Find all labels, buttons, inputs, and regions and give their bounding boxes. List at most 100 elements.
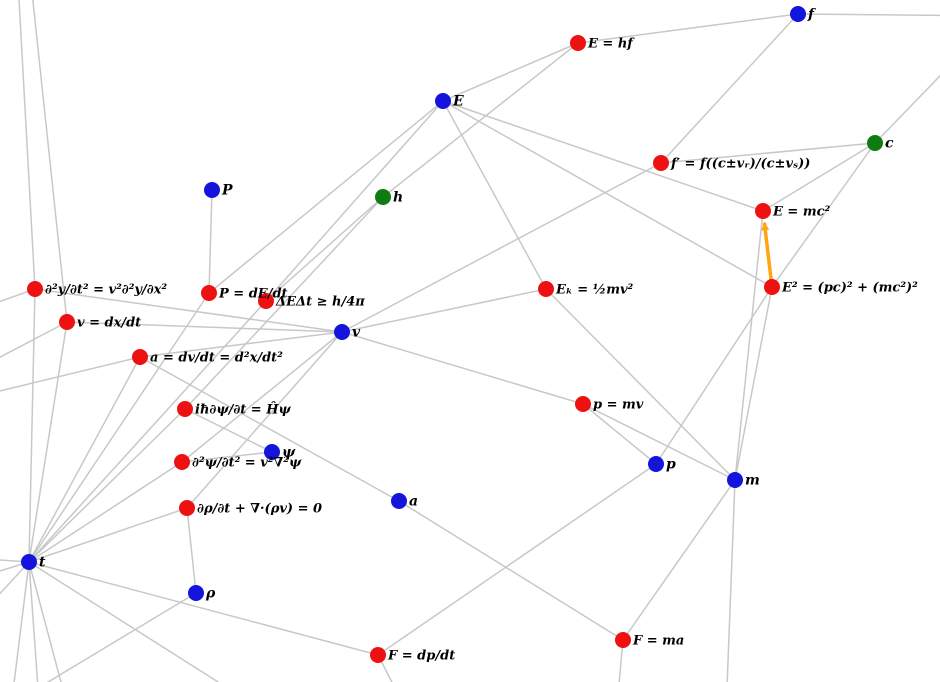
- equation-node-eqV[interactable]: [59, 314, 75, 330]
- edge-rho-anRho: [46, 592, 197, 682]
- node-label-eqV: v = dx/dt: [77, 316, 141, 331]
- edge-eqWavePsi-v: [181, 331, 343, 463]
- equation-node-eqWavePsi[interactable]: [174, 454, 190, 470]
- edge-eqEhf-h: [382, 42, 579, 198]
- equation-node-eqWaveY[interactable]: [27, 281, 43, 297]
- edge-eqSchr-t: [28, 408, 186, 563]
- edge-c-anR: [874, 74, 940, 144]
- edge-t-anT7: [28, 561, 220, 682]
- edge-eqP-t: [28, 292, 210, 563]
- edge-eqE2-c: [771, 142, 876, 288]
- node-label-eqEhf: E = hf: [587, 37, 635, 52]
- edge-eqDoppler-v: [341, 162, 662, 333]
- variable-node-p[interactable]: [648, 456, 664, 472]
- edge-eqCont-v: [186, 331, 343, 509]
- node-label-eqWaveY: ∂²y/∂t² = v²∂²y/∂x²: [45, 283, 167, 298]
- edge-eqWavePsi-t: [28, 461, 183, 563]
- equation-node-eqFdp[interactable]: [370, 647, 386, 663]
- edge-eqFma-m: [622, 479, 736, 641]
- edge-eqEk-E: [442, 100, 547, 290]
- edge-eqEhf-f: [577, 13, 799, 44]
- node-label-eqEmc2: E = mc²: [772, 205, 831, 220]
- edge-eqEmc2-m: [734, 210, 764, 481]
- variable-node-P[interactable]: [204, 182, 220, 198]
- edge-eqWaveY-anLeft1: [0, 288, 36, 303]
- variable-node-m[interactable]: [727, 472, 743, 488]
- equation-node-eqPmv[interactable]: [575, 396, 591, 412]
- edge-t-anT1: [0, 559, 30, 563]
- node-label-P: P: [221, 183, 233, 199]
- edge-eqPmv-m: [582, 403, 736, 481]
- constant-node-h[interactable]: [375, 189, 391, 205]
- equation-node-eqP[interactable]: [201, 285, 217, 301]
- equation-node-eqA[interactable]: [132, 349, 148, 365]
- edge-eqUnc-t: [28, 300, 267, 563]
- edge-eqA-v: [139, 331, 343, 358]
- edge-eqA-anXleft: [0, 356, 141, 392]
- node-label-m: m: [745, 473, 760, 489]
- edge-eqSchr-h: [184, 196, 384, 410]
- edge-eqWaveY-v: [34, 288, 343, 333]
- edge-eqE2-E: [442, 100, 773, 288]
- variable-node-t[interactable]: [21, 554, 37, 570]
- node-label-c: c: [885, 136, 894, 152]
- equation-node-eqEhf[interactable]: [570, 35, 586, 51]
- edge-eqEmc2-E: [442, 100, 764, 212]
- edge-t-anT5: [28, 561, 39, 682]
- equation-node-eqEk[interactable]: [538, 281, 554, 297]
- node-label-eqE2: E² = (pc)² + (mc²)²: [781, 281, 918, 296]
- node-label-f: f: [807, 7, 817, 23]
- edge-eqV-anTop2: [32, 0, 68, 323]
- node-label-t: t: [39, 555, 46, 571]
- edge-eqUnc-E: [265, 100, 444, 302]
- variable-node-E[interactable]: [435, 93, 451, 109]
- constant-node-c[interactable]: [867, 135, 883, 151]
- edge-f-anR: [797, 13, 940, 17]
- node-label-a: a: [409, 494, 418, 510]
- edge-eqEk-v: [341, 288, 547, 333]
- node-label-eqA: a = dv/dt = d²x/dt²: [150, 351, 283, 366]
- edge-eqP-E: [208, 100, 444, 294]
- edge-eqEmc2-c: [762, 142, 876, 212]
- variable-node-a[interactable]: [391, 493, 407, 509]
- nodes-layer: [21, 6, 883, 663]
- node-label-v: v: [352, 325, 361, 341]
- variable-node-rho[interactable]: [188, 585, 204, 601]
- edge-eqPmv-p: [582, 403, 657, 465]
- edge-eqEhf-E: [442, 42, 579, 102]
- node-label-eqEk: Eₖ = ½mv²: [555, 283, 634, 298]
- equation-node-eqCont[interactable]: [179, 500, 195, 516]
- edge-eqV-anXleft: [0, 321, 68, 358]
- edge-eqDoppler-f: [660, 13, 799, 164]
- edge-eqFdp-p: [377, 463, 657, 656]
- variable-node-psi[interactable]: [264, 444, 280, 460]
- node-label-eqPmv: p = mv: [593, 398, 644, 413]
- equation-node-eqE2[interactable]: [764, 279, 780, 295]
- node-label-eqFma: F = ma: [632, 634, 684, 649]
- equation-node-eqFma[interactable]: [615, 632, 631, 648]
- edge-eqE2-m: [734, 286, 773, 481]
- equation-node-eqSchr[interactable]: [177, 401, 193, 417]
- variable-node-v[interactable]: [334, 324, 350, 340]
- node-label-eqSchr: iħ∂ψ/∂t = Ĥψ: [195, 402, 291, 418]
- node-label-eqUnc: ΔEΔt ≥ h/4π: [275, 295, 365, 310]
- equation-node-eqEmc2[interactable]: [755, 203, 771, 219]
- node-label-eqDoppler: f′ = f((c±vᵣ)/(c±vₛ)): [670, 157, 810, 172]
- equation-node-eqUnc[interactable]: [258, 293, 274, 309]
- edge-eqEk-m: [545, 288, 736, 481]
- highlight-edge-layer: [761, 221, 774, 286]
- equation-node-eqDoppler[interactable]: [653, 155, 669, 171]
- edge-eqFdp-anF2: [377, 654, 393, 682]
- node-label-eqCont: ∂ρ/∂t + ∇·(ρv) = 0: [197, 502, 322, 517]
- edge-eqFma-a: [398, 500, 624, 641]
- edge-eqDoppler-c: [660, 142, 876, 164]
- edge-eqWaveY-t: [28, 288, 36, 563]
- edge-eqCont-rho: [186, 507, 197, 594]
- variable-node-f[interactable]: [790, 6, 806, 22]
- edge-eqSchr-psi: [184, 408, 273, 453]
